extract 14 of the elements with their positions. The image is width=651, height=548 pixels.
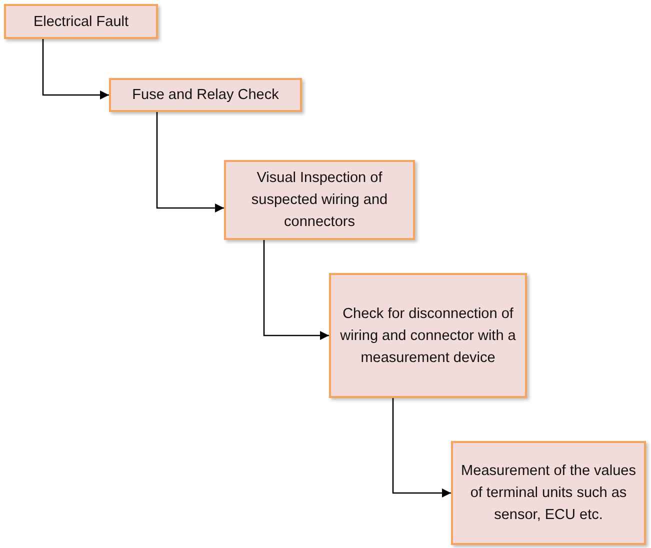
process-box — [451, 441, 646, 545]
elbow-arrow — [263, 240, 329, 340]
elbow-arrow — [42, 39, 109, 100]
process-box — [4, 4, 158, 39]
elbow-arrow — [156, 112, 224, 212]
process-box — [109, 78, 302, 112]
elbow-arrow — [392, 398, 451, 498]
step-label: Fuse and Relay Check — [132, 86, 279, 105]
step-label: Check for disconnection of wiring and connector with a measurement device — [339, 304, 517, 368]
process-box — [224, 160, 415, 240]
step-label: Visual Inspection of suspected wiring and connectors — [250, 169, 389, 232]
step-label: Electrical Fault — [33, 12, 129, 32]
process-box — [329, 273, 527, 398]
step-label: Measurement of the values of terminal units such as sensor, ECU etc. — [461, 462, 636, 525]
